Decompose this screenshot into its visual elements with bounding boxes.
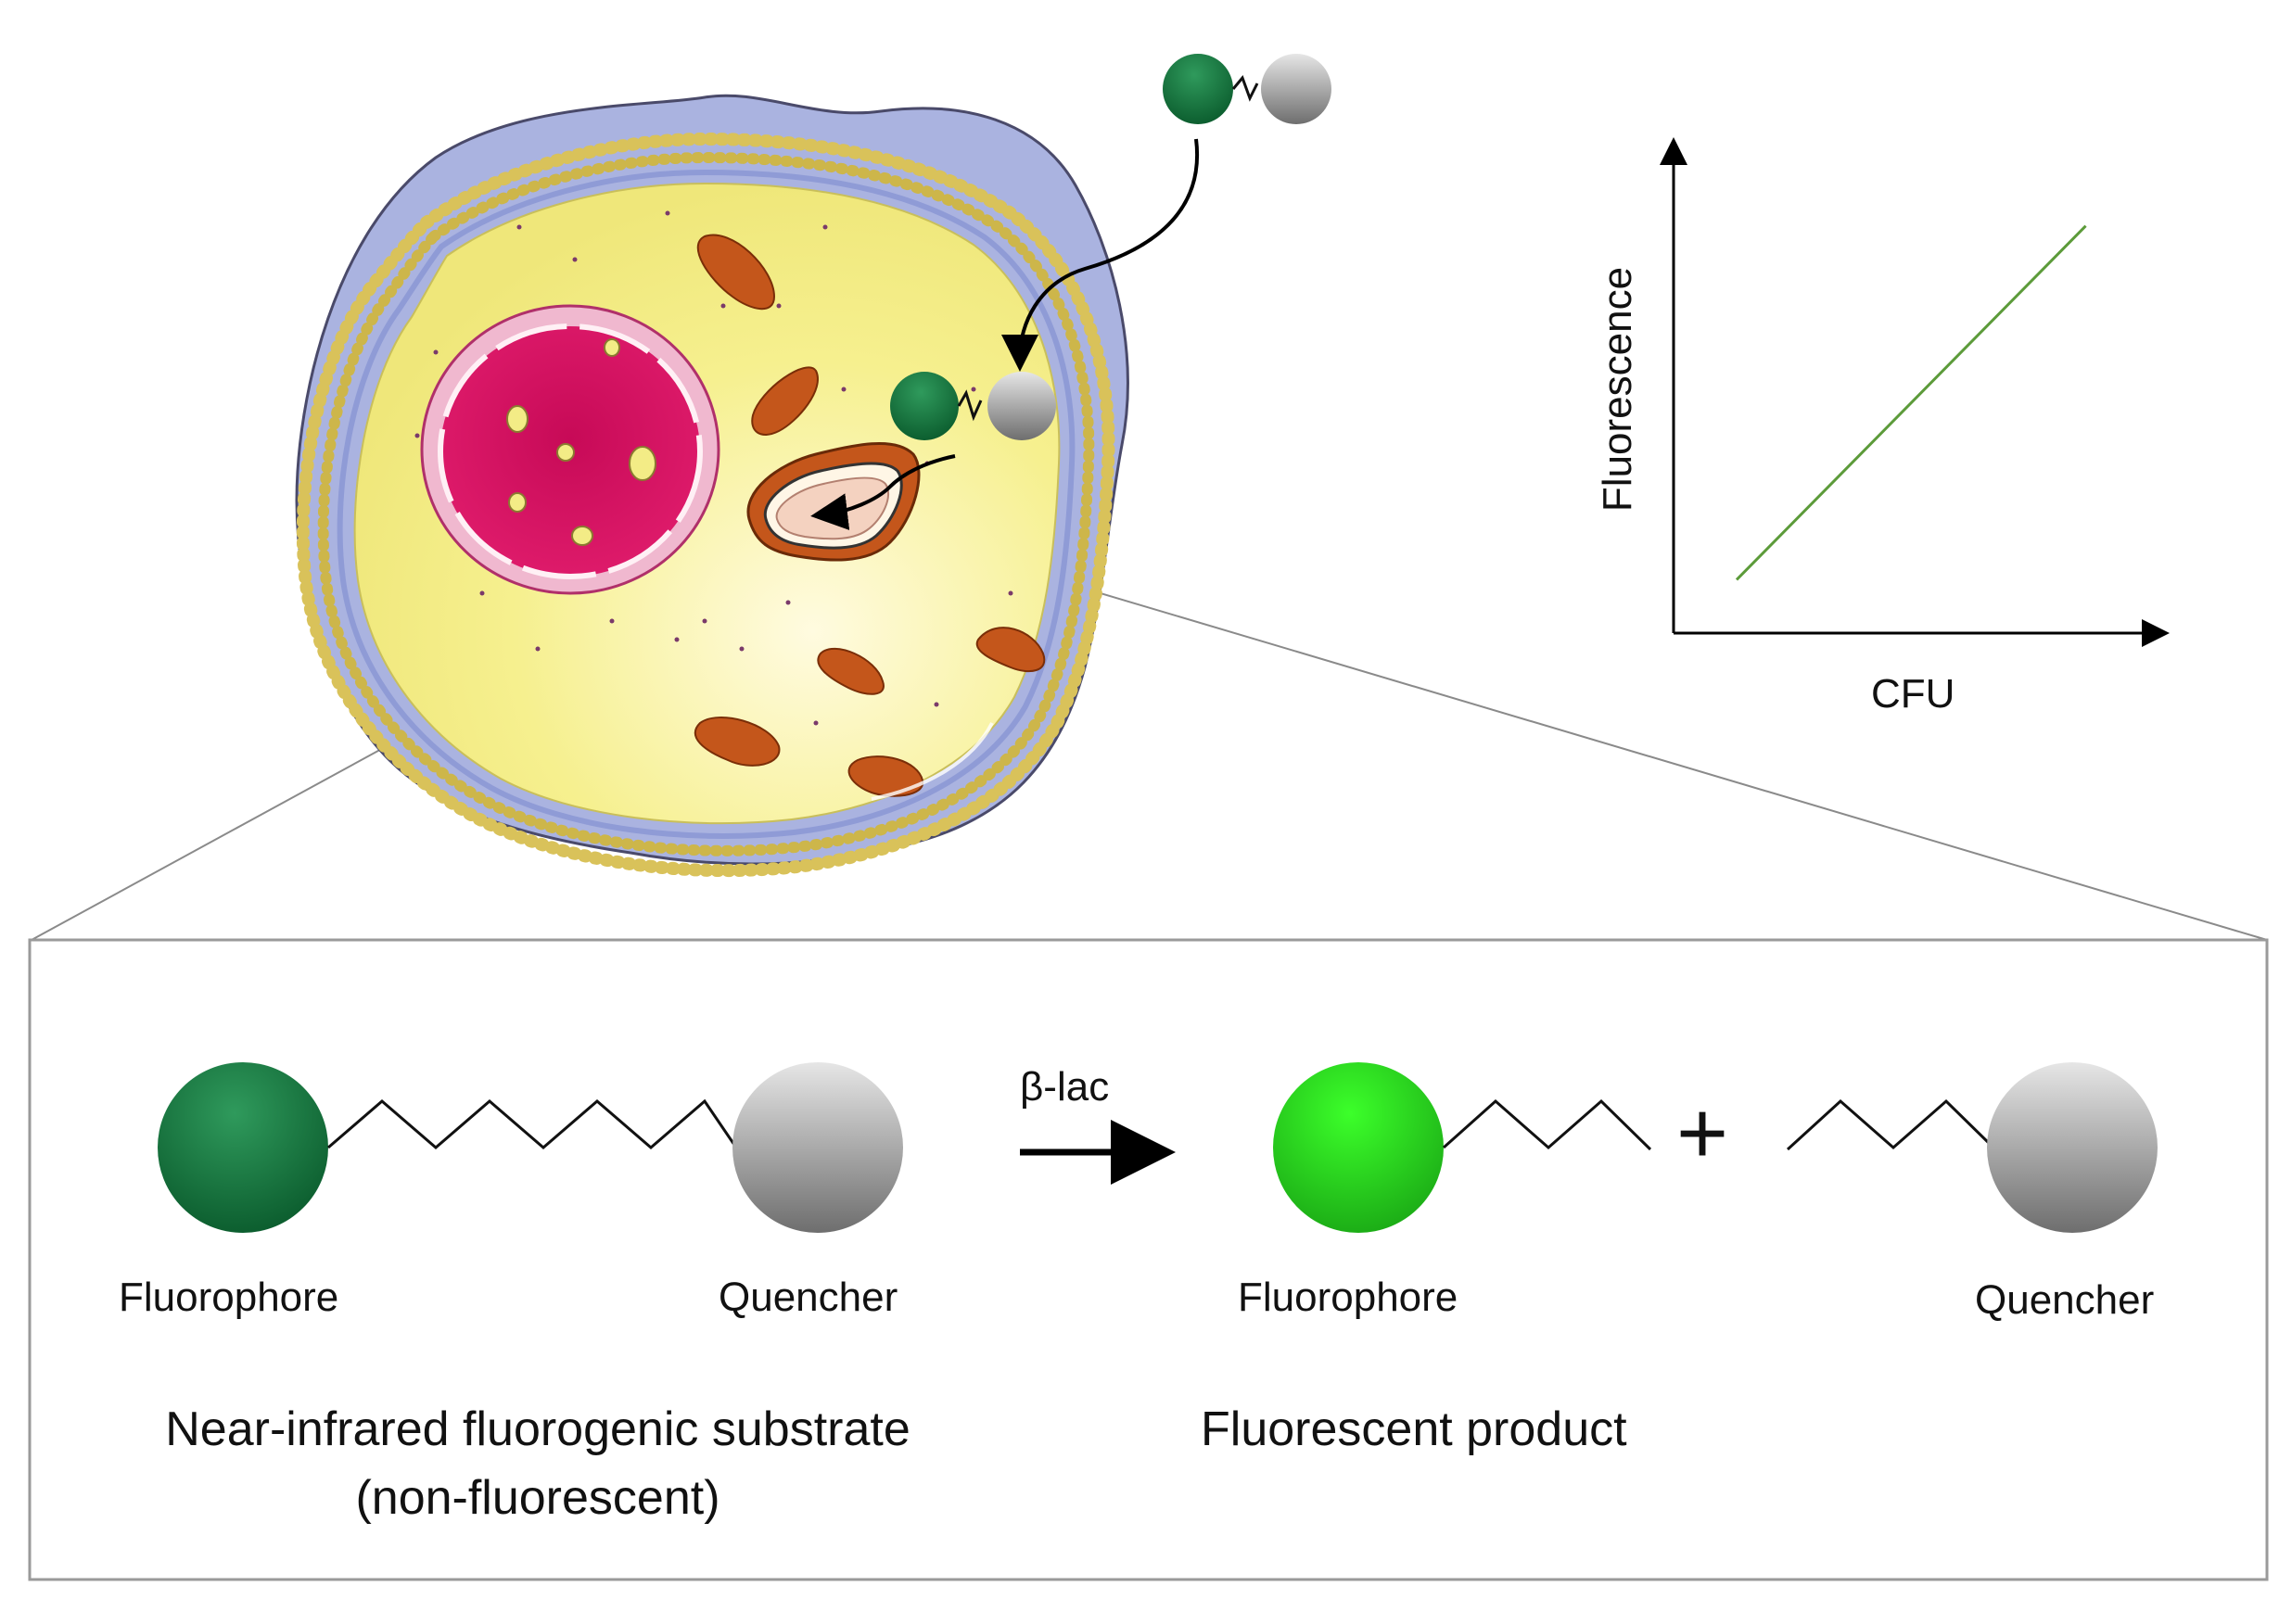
nucleus xyxy=(420,304,720,595)
fluorophore-circle xyxy=(158,1062,328,1233)
product-caption: Fluorescent product xyxy=(1201,1402,1627,1456)
substrate-quencher-label: Quencher xyxy=(719,1275,898,1320)
product-quencher-label: Quencher xyxy=(1975,1277,2155,1323)
quencher-icon xyxy=(1261,54,1331,124)
substrate-linker xyxy=(327,1098,738,1149)
zoom-line-right xyxy=(912,537,2268,941)
dotted-membrane-inner xyxy=(317,151,1095,856)
linker-icon xyxy=(1231,75,1259,102)
uptake-arrow xyxy=(1001,138,1200,372)
substrate-caption-sub: (non-fluorescent) xyxy=(355,1471,720,1525)
linker-icon xyxy=(957,389,983,422)
quencher-fragment-linker xyxy=(1786,1098,1995,1151)
dotted-membrane-outer xyxy=(296,132,1115,878)
chart-x-axis-label: CFU xyxy=(1871,671,1955,717)
product-fluorophore xyxy=(1273,1062,1652,1233)
substrate-caption: Near-infrared fluorogenic substrate xyxy=(165,1402,910,1456)
quencher-circle xyxy=(732,1062,903,1233)
bright-fluorophore-circle xyxy=(1273,1062,1444,1233)
membrane-band xyxy=(337,169,1076,839)
fluorophore-icon xyxy=(1163,54,1233,124)
fluorophore-fragment-linker xyxy=(1443,1098,1652,1151)
bacterium-entry-arrow xyxy=(810,454,956,530)
probe-inside xyxy=(890,372,1056,440)
enzyme-label: β-lac xyxy=(1020,1064,1110,1110)
quencher-icon xyxy=(987,372,1056,440)
fluorescence-chart xyxy=(1660,137,2170,647)
data-series-line xyxy=(1735,224,2087,581)
substrate-fluorophore-label: Fluorophore xyxy=(119,1275,339,1320)
host-cell xyxy=(295,94,1129,878)
fluorophore-icon xyxy=(890,372,959,440)
plus-sign: + xyxy=(1676,1084,1729,1183)
quencher-circle xyxy=(1987,1062,2158,1233)
product-fluorophore-label: Fluorophore xyxy=(1238,1275,1458,1320)
cell-highlight xyxy=(871,722,994,801)
probe-outside xyxy=(1163,54,1331,124)
product-quencher xyxy=(1786,1062,2158,1233)
mitochondria xyxy=(694,234,1046,797)
chart-y-axis-label: Fluorescence xyxy=(1595,266,1640,513)
zoom-panel xyxy=(28,938,2269,1581)
substrate-molecule xyxy=(158,1062,903,1233)
